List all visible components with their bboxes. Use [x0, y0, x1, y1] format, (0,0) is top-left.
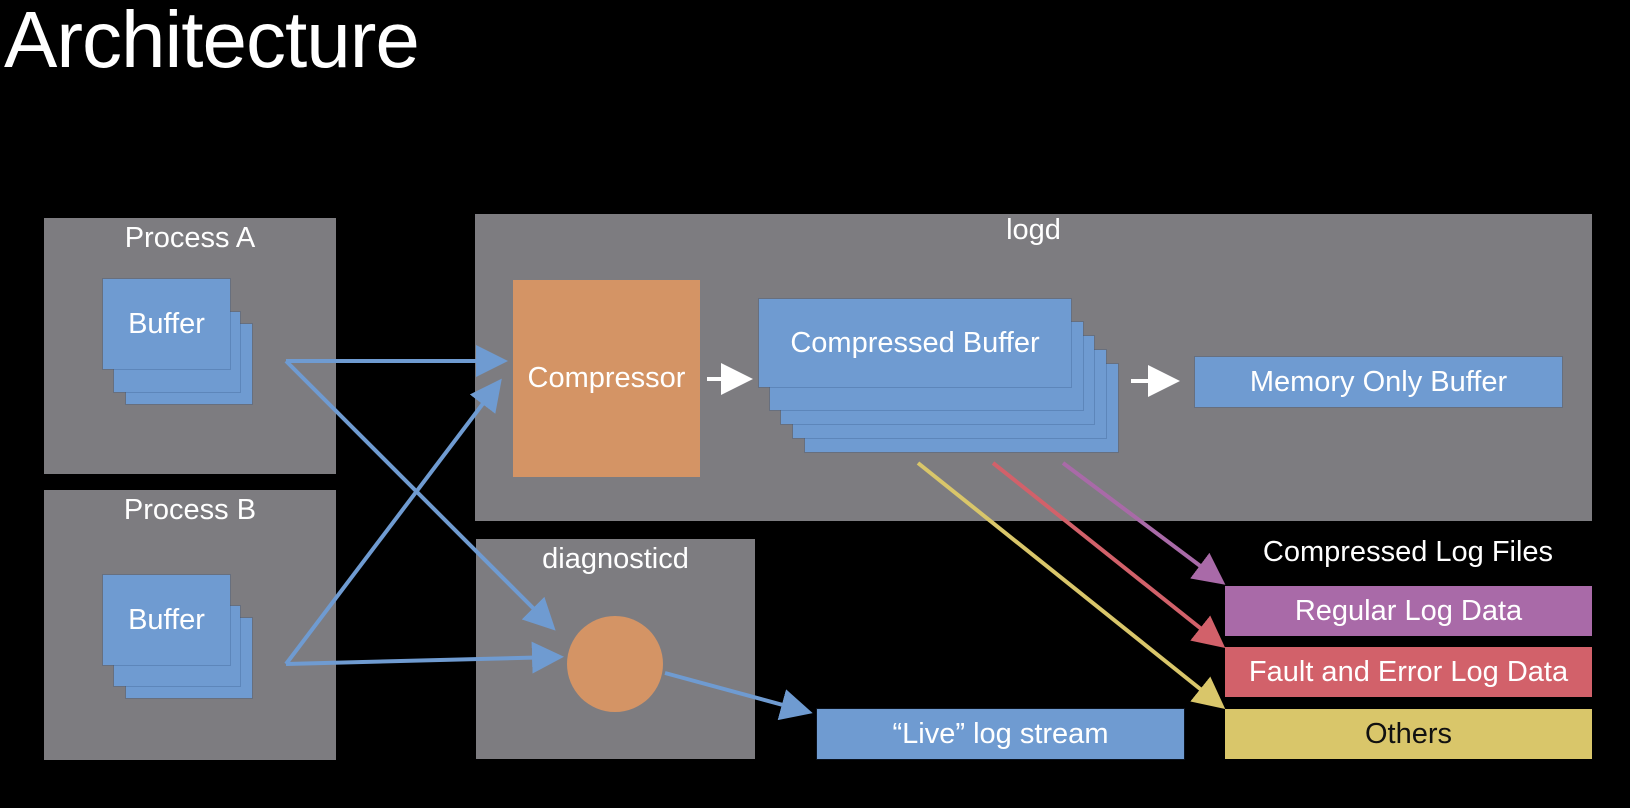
arrow-b-to-diagnosticd [285, 641, 564, 674]
arrow-to-regular [1061, 461, 1226, 585]
arrow-diagnosticd-to-live [664, 671, 813, 721]
regular-log-data: Regular Log Data [1225, 586, 1592, 636]
process-b-buffer: Buffer [103, 575, 230, 665]
process-a-label: Process A [124, 222, 256, 254]
live-log-stream: “Live” log stream [817, 709, 1184, 759]
compressor-box: Compressor [513, 280, 700, 477]
process-b-label: Process B [123, 494, 257, 526]
memory-only-buffer: Memory Only Buffer [1195, 357, 1562, 407]
others-log-data: Others [1225, 709, 1592, 759]
logd-label: logd [1006, 214, 1061, 246]
arrow-to-others [916, 461, 1226, 710]
fault-error-log-data: Fault and Error Log Data [1225, 647, 1592, 697]
arrow-b-to-compressor [284, 378, 502, 666]
slide-title: Architecture [4, 0, 420, 84]
log-files-heading: Compressed Log Files [1262, 535, 1554, 568]
diagnosticd-label: diagnosticd [542, 543, 689, 575]
process-a-buffer: Buffer [103, 279, 230, 369]
arrow-a-to-diagnosticd [284, 359, 556, 631]
compressed-buffer: Compressed Buffer [759, 299, 1071, 387]
diagnosticd-circle [567, 616, 663, 712]
process-b-panel: Process B [44, 490, 336, 760]
arrow-to-fault-error [991, 461, 1226, 648]
